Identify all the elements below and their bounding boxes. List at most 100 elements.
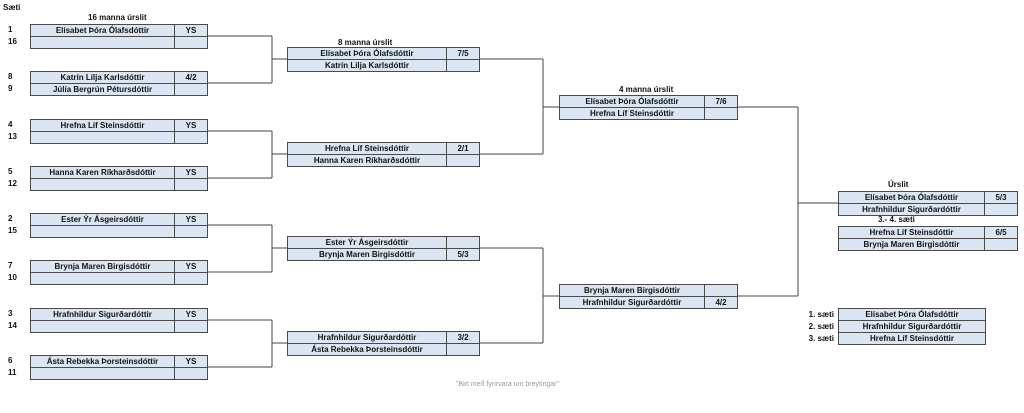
seed-number: 14 xyxy=(8,321,17,330)
player-name: Hanna Karen Ríkharðsdóttir xyxy=(31,167,175,178)
match-score: 4/2 xyxy=(185,73,197,82)
round-label-third: 3.- 4. sæti xyxy=(878,215,915,224)
player-name: Ester Ýr Ásgeirsdóttir xyxy=(288,237,447,248)
match-score xyxy=(175,132,207,143)
player-name: Hrefna Líf Steinsdóttir xyxy=(560,108,705,119)
player-name: Katrín Lilja Karlsdóttir xyxy=(288,60,447,71)
player-name: Júlía Bergrún Pétursdóttir xyxy=(31,84,175,95)
match-score: 2/1 xyxy=(457,144,469,153)
match-score xyxy=(447,237,479,248)
match-score: 5/3 xyxy=(995,193,1007,202)
player-name: Brynja Maren Birgisdóttir xyxy=(560,285,705,296)
match-score: YS xyxy=(185,26,197,35)
third-slot-bottom: Brynja Maren Birgisdóttir xyxy=(838,238,1018,251)
r8-slot-bottom: Katrín Lilja Karlsdóttir xyxy=(287,59,480,72)
r16-slot-bottom xyxy=(30,36,208,49)
player-name: Hrefna Líf Steinsdóttir xyxy=(31,120,175,131)
match-score: 3/2 xyxy=(457,333,469,342)
seed-number: 12 xyxy=(8,179,17,188)
player-name: Ester Ýr Ásgeirsdóttir xyxy=(31,214,175,225)
placing-name: Elísabet Þóra Ólafsdóttir xyxy=(865,310,959,319)
match-score xyxy=(175,179,207,190)
seed-number: 13 xyxy=(8,132,17,141)
match-score: 7/5 xyxy=(457,49,469,58)
match-score xyxy=(175,273,207,284)
player-name: Hrefna Líf Steinsdóttir xyxy=(288,143,447,154)
player-name xyxy=(31,321,175,332)
seed-number: 4 xyxy=(8,120,13,129)
match-score xyxy=(705,108,737,119)
r16-slot-bottom xyxy=(30,225,208,238)
match-score: YS xyxy=(185,121,197,130)
seed-number: 2 xyxy=(8,214,13,223)
r16-slot-bottom xyxy=(30,272,208,285)
player-name: Katrín Lilja Karlsdóttir xyxy=(31,72,175,83)
placing-name: Hrafnhildur Sigurðardóttir xyxy=(862,322,962,331)
player-name: Elísabet Þóra Ólafsdóttir xyxy=(31,25,175,36)
placing-label: 1. sæti xyxy=(808,310,834,319)
match-score: YS xyxy=(185,168,197,177)
match-score: YS xyxy=(185,215,197,224)
player-name xyxy=(31,132,175,143)
match-score xyxy=(985,239,1017,250)
match-score: YS xyxy=(185,310,197,319)
match-score: YS xyxy=(185,262,197,271)
match-score: 6/5 xyxy=(995,228,1007,237)
player-name: Hanna Karen Ríkharðsdóttir xyxy=(288,155,447,166)
round-label-r16: 16 manna úrslit xyxy=(88,13,147,22)
match-score xyxy=(705,285,737,296)
footnote: "Birt með fyrirvara um breytingar" xyxy=(456,381,559,388)
match-score: YS xyxy=(185,357,197,366)
seed-number: 6 xyxy=(8,356,13,365)
player-name: Brynja Maren Birgisdóttir xyxy=(31,261,175,272)
match-score: 7/6 xyxy=(715,97,727,106)
r16-slot-bottom xyxy=(30,320,208,333)
seed-number: 5 xyxy=(8,167,13,176)
match-score xyxy=(447,344,479,355)
player-name: Brynja Maren Birgisdóttir xyxy=(839,239,985,250)
placing-label: 3. sæti xyxy=(808,334,834,343)
r4-slot-bottom: Hrafnhildur Sigurðardóttir 4/2 xyxy=(559,296,738,309)
player-name: Elísabet Þóra Ólafsdóttir xyxy=(288,48,447,59)
r16-slot-bottom xyxy=(30,131,208,144)
player-name xyxy=(31,37,175,48)
seed-number: 15 xyxy=(8,226,17,235)
placing-label: 2. sæti xyxy=(808,322,834,331)
round-label-final: Úrslit xyxy=(888,180,909,189)
round-label-r4: 4 manna úrslit xyxy=(619,85,674,94)
page-title: Sæti xyxy=(3,3,21,12)
player-name xyxy=(31,226,175,237)
r16-slot-bottom xyxy=(30,367,208,380)
round-label-r8: 8 manna úrslit xyxy=(338,38,393,47)
player-name xyxy=(31,368,175,379)
player-name: Hrafnhildur Sigurðardóttir xyxy=(31,309,175,320)
seed-number: 11 xyxy=(8,368,17,377)
match-score xyxy=(175,368,207,379)
player-name xyxy=(31,273,175,284)
placing-name: Hrefna Líf Steinsdóttir xyxy=(869,334,954,343)
seed-number: 9 xyxy=(8,84,13,93)
r16-slot-bottom xyxy=(30,178,208,191)
seed-number: 3 xyxy=(8,309,13,318)
seed-number: 1 xyxy=(8,25,13,34)
placing-box: Hrefna Líf Steinsdóttir xyxy=(838,332,986,345)
player-name: Hrafnhildur Sigurðardóttir xyxy=(288,332,447,343)
final-slot-bottom: Hrafnhildur Sigurðardóttir xyxy=(838,203,1018,216)
r8-slot-bottom: Ásta Rebekka Þorsteinsdóttir xyxy=(287,343,480,356)
r8-slot-bottom: Hanna Karen Ríkharðsdóttir xyxy=(287,154,480,167)
seed-number: 16 xyxy=(8,37,17,46)
seed-number: 10 xyxy=(8,273,17,282)
match-score xyxy=(447,60,479,71)
player-name: Hrefna Líf Steinsdóttir xyxy=(839,227,985,238)
match-score: 4/2 xyxy=(715,298,727,307)
r4-slot-bottom: Hrefna Líf Steinsdóttir xyxy=(559,107,738,120)
match-score xyxy=(175,321,207,332)
player-name: Hrafnhildur Sigurðardóttir xyxy=(560,297,705,308)
player-name: Ásta Rebekka Þorsteinsdóttir xyxy=(31,356,175,367)
player-name xyxy=(31,179,175,190)
player-name: Ásta Rebekka Þorsteinsdóttir xyxy=(288,344,447,355)
match-score xyxy=(447,155,479,166)
match-score xyxy=(175,37,207,48)
